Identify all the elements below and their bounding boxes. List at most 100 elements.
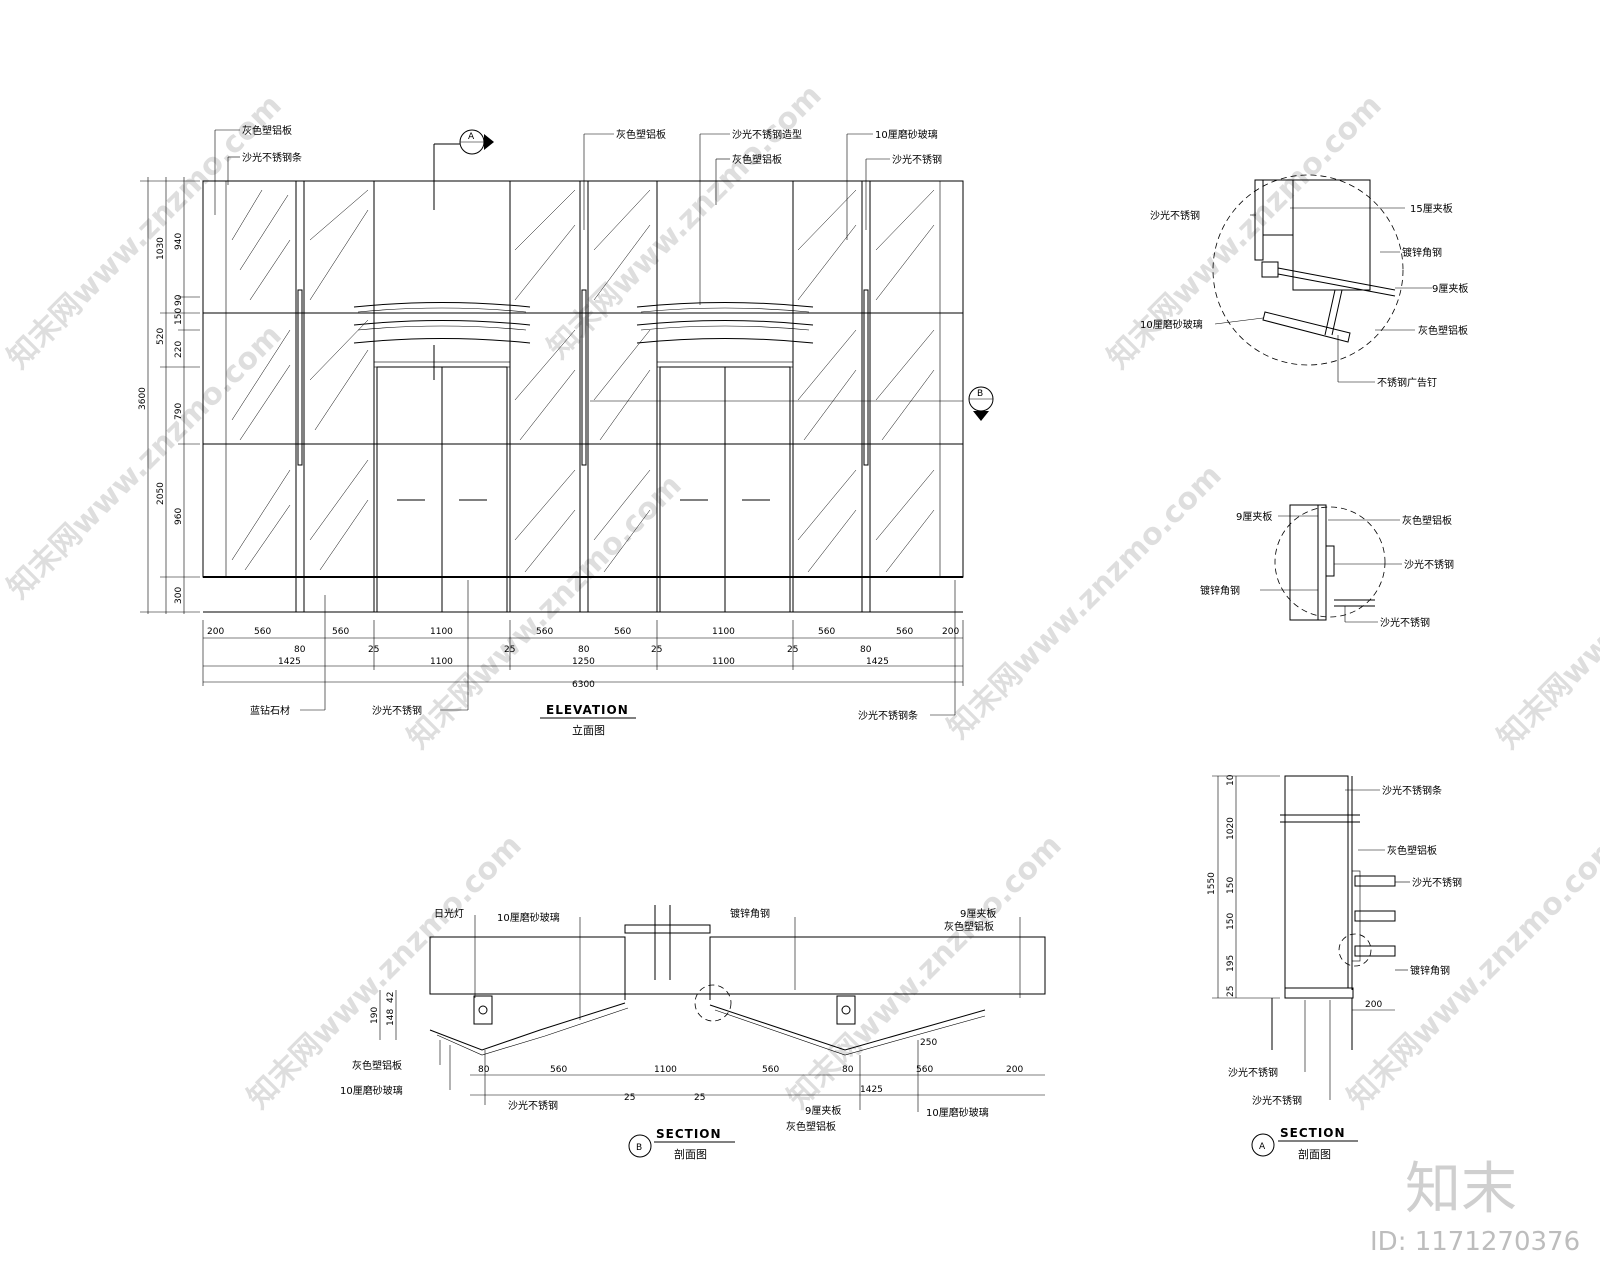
section-a-marker — [1251, 1133, 1275, 1157]
dim-text: 200 — [1365, 1000, 1382, 1010]
dim-text: 2050 — [156, 482, 166, 505]
section-label: 沙光不锈钢 — [1228, 1066, 1278, 1079]
marker-text: A — [1259, 1142, 1266, 1152]
dim-text: 1250 — [572, 657, 595, 667]
detail-label: 9厘夹板 — [1432, 282, 1468, 295]
dim-text: 1100 — [654, 1065, 677, 1075]
dim-text: 560 — [614, 627, 631, 637]
marker-b-text: B — [977, 389, 983, 399]
watermark-text: 知末网www.znzmo.com — [1491, 468, 1600, 756]
section-label: 沙光不锈钢 — [1412, 876, 1462, 889]
dim-text: 560 — [332, 627, 349, 637]
callout-label: 灰色塑铝板 — [732, 153, 782, 166]
callout-label: 10厘磨砂玻璃 — [875, 128, 938, 141]
callout-label: 蓝钻石材 — [250, 704, 290, 717]
detail-label: 沙光不锈钢 — [1380, 616, 1430, 629]
dim-text: 560 — [254, 627, 271, 637]
callout-label: 沙光不锈钢 — [892, 153, 942, 166]
dim-text: 560 — [896, 627, 913, 637]
section-label: 灰色塑铝板 — [944, 920, 994, 933]
section-b-marker — [628, 1134, 652, 1158]
callout-label: 沙光不锈钢条 — [242, 151, 302, 164]
dim-text: 25 — [787, 645, 798, 655]
dim-text: 300 — [174, 587, 184, 604]
dim-text: 190 — [370, 1007, 380, 1024]
detail-circle-1: 沙光不锈钢 15厘夹板 镀锌角钢 9厘夹板 10厘磨砂玻璃 灰色塑铝板 不锈钢广… — [1140, 174, 1468, 389]
elevation-view: A B 灰色塑铝板 沙光不锈钢条 灰色塑铝板 沙光不锈钢造型 灰色塑铝板 10厘… — [138, 124, 994, 737]
dim-text: 25 — [368, 645, 379, 655]
dim-text: 150 — [1226, 913, 1236, 930]
dim-text: 90 — [174, 294, 184, 306]
section-label: 沙光不锈钢 — [1252, 1094, 1302, 1107]
detail-label: 15厘夹板 — [1410, 202, 1453, 215]
section-b-title: SECTION — [656, 1127, 722, 1141]
detail-label: 灰色塑铝板 — [1402, 514, 1452, 527]
dim-text: 25 — [651, 645, 662, 655]
section-label: 10厘磨砂玻璃 — [497, 911, 560, 924]
dim-text: 940 — [174, 233, 184, 250]
dim-text: 1020 — [1226, 817, 1236, 840]
detail-circle-2: 9厘夹板 灰色塑铝板 沙光不锈钢 镀锌角钢 沙光不锈钢 — [1200, 504, 1454, 629]
elevation-subtitle: 立面图 — [572, 723, 605, 737]
section-label: 9厘夹板 — [805, 1104, 841, 1117]
dim-text: 80 — [860, 645, 872, 655]
dim-text: 1425 — [860, 1085, 883, 1095]
brand-logo: 知末 — [1405, 1157, 1517, 1222]
dim-text: 1425 — [278, 657, 301, 667]
dim-text: 200 — [1006, 1065, 1023, 1075]
section-label: 灰色塑铝板 — [352, 1059, 402, 1072]
dim-text: 790 — [174, 403, 184, 420]
section-label: 镀锌角钢 — [730, 907, 770, 920]
callout-label: 沙光不锈钢 — [372, 704, 422, 717]
dim-text: 560 — [536, 627, 553, 637]
dim-text: 520 — [156, 328, 166, 345]
section-label: 灰色塑铝板 — [1387, 844, 1437, 857]
dim-text: 25 — [694, 1093, 705, 1103]
section-b-view: 日光灯 10厘磨砂玻璃 镀锌角钢 9厘夹板 灰色塑铝板 灰色塑铝板 10厘磨砂玻… — [340, 905, 1046, 1161]
dim-text: 80 — [478, 1065, 490, 1075]
dim-text: 200 — [942, 627, 959, 637]
dim-text: 150 — [174, 308, 184, 325]
dim-text: 80 — [578, 645, 590, 655]
dim-text: 25 — [504, 645, 515, 655]
dim-text: 560 — [818, 627, 835, 637]
dim-text: 25 — [624, 1093, 635, 1103]
dim-text: 200 — [207, 627, 224, 637]
id-label: ID: 1171270376 — [1370, 1227, 1580, 1257]
dim-text: 960 — [174, 508, 184, 525]
section-a-view: 沙光不锈钢条 灰色塑铝板 沙光不锈钢 镀锌角钢 沙光不锈钢 沙光不锈钢 1550… — [1207, 774, 1462, 1161]
section-label: 灰色塑铝板 — [786, 1120, 836, 1133]
marker-text: B — [636, 1143, 642, 1153]
detail-label: 9厘夹板 — [1236, 510, 1272, 523]
detail-label: 沙光不锈钢 — [1150, 209, 1200, 222]
dim-text: 3600 — [138, 387, 148, 410]
dim-text: 6300 — [572, 680, 595, 690]
section-a-subtitle: 剖面图 — [1298, 1147, 1331, 1161]
detail-label: 不锈钢广告钉 — [1377, 376, 1437, 389]
dim-text: 1100 — [712, 657, 735, 667]
watermark-text: 知末网www.znzmo.com — [1101, 88, 1389, 376]
marker-a-text: A — [468, 132, 475, 142]
section-label: 10厘磨砂玻璃 — [926, 1106, 989, 1119]
glass-hatch — [231, 189, 935, 573]
detail-label: 镀锌角钢 — [1200, 584, 1240, 597]
dim-text: 150 — [1226, 877, 1236, 894]
section-label: 9厘夹板 — [960, 907, 996, 920]
dim-text: 10 — [1226, 774, 1236, 786]
callout-label: 灰色塑铝板 — [242, 124, 292, 137]
callout-label: 沙光不锈钢造型 — [732, 128, 802, 141]
dim-text: 1030 — [156, 237, 166, 260]
watermark-text: 知末网www.znzmo.com — [1341, 828, 1600, 1116]
dim-text: 220 — [174, 341, 184, 358]
dim-text: 1100 — [712, 627, 735, 637]
section-label: 沙光不锈钢条 — [1382, 784, 1442, 797]
dim-text: 25 — [1226, 986, 1236, 997]
section-label: 10厘磨砂玻璃 — [340, 1084, 403, 1097]
detail-label: 沙光不锈钢 — [1404, 558, 1454, 571]
callout-label: 沙光不锈钢条 — [858, 709, 918, 722]
watermark-text: 知末网www.znzmo.com — [941, 458, 1229, 746]
dim-text: 42 — [386, 992, 396, 1003]
section-label: 日光灯 — [434, 907, 464, 920]
dim-text: 195 — [1226, 955, 1236, 972]
